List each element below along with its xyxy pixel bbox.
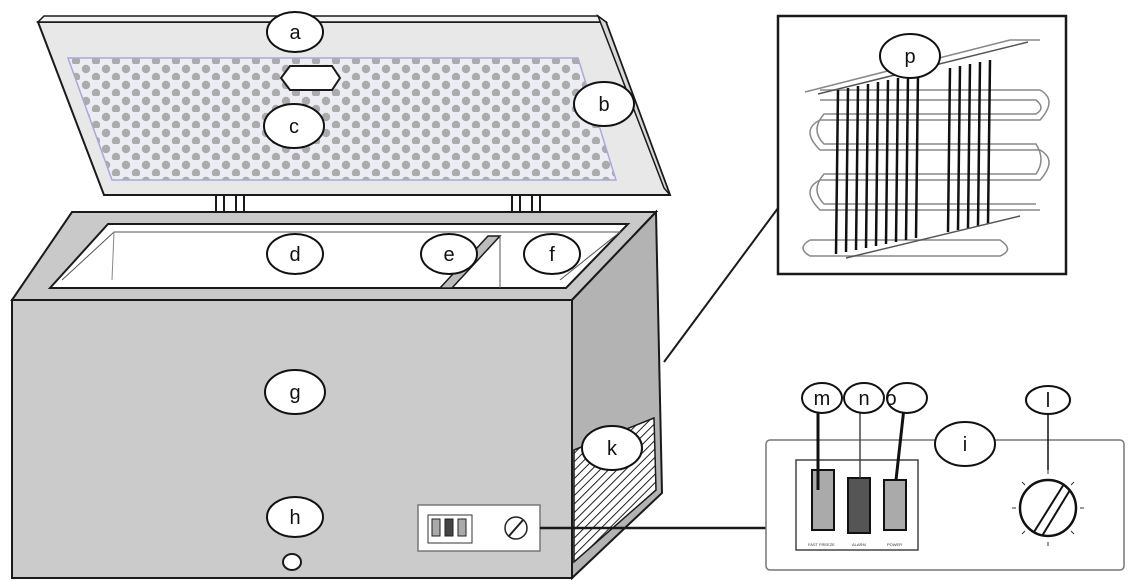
- label-l: l: [1025, 385, 1071, 415]
- label-g: g: [264, 369, 326, 415]
- label-o: o: [885, 382, 928, 414]
- label-d: d: [266, 233, 324, 275]
- fast-freeze-light: [811, 469, 835, 531]
- svg-text:l: l: [1046, 390, 1050, 412]
- lid-gasket: [66, 57, 618, 181]
- svg-text:i: i: [963, 434, 967, 456]
- power-caption: POWER: [887, 542, 902, 547]
- condenser-wires: [834, 59, 992, 255]
- svg-text:d: d: [289, 244, 300, 266]
- label-c: c: [263, 103, 325, 149]
- svg-text:b: b: [598, 94, 609, 116]
- svg-text:k: k: [607, 438, 618, 460]
- temperature-dial: [1012, 470, 1084, 546]
- label-n: n: [843, 382, 885, 414]
- label-b: b: [573, 81, 635, 127]
- label-m: m: [801, 382, 843, 414]
- drain-plug: [282, 553, 302, 571]
- connector-line-condenser: [663, 199, 785, 363]
- label-e: e: [420, 233, 478, 275]
- alarm-caption: ALARM: [852, 542, 866, 547]
- label-h: h: [266, 496, 324, 538]
- condenser-coil: [802, 39, 1050, 257]
- svg-text:c: c: [289, 116, 299, 138]
- lid-handle: [279, 65, 342, 91]
- svg-text:p: p: [904, 46, 915, 68]
- svg-text:e: e: [443, 244, 454, 266]
- label-k: k: [581, 425, 643, 471]
- alarm-light: [847, 477, 871, 534]
- fast-freeze-caption: FAST FREEZE: [808, 542, 835, 547]
- svg-text:m: m: [814, 388, 831, 410]
- svg-text:f: f: [549, 244, 555, 266]
- label-a: a: [266, 11, 324, 53]
- label-p: p: [879, 33, 941, 79]
- power-light: [883, 479, 907, 531]
- svg-text:a: a: [289, 22, 301, 44]
- small-control-panel: [417, 504, 541, 552]
- label-i: i: [934, 421, 996, 467]
- svg-text:o: o: [885, 388, 896, 410]
- svg-text:h: h: [289, 507, 300, 529]
- label-f: f: [523, 233, 581, 275]
- svg-text:n: n: [858, 388, 869, 410]
- control-panel-inset: FAST FREEZE ALARM POWER: [765, 407, 1125, 571]
- svg-text:g: g: [289, 382, 300, 404]
